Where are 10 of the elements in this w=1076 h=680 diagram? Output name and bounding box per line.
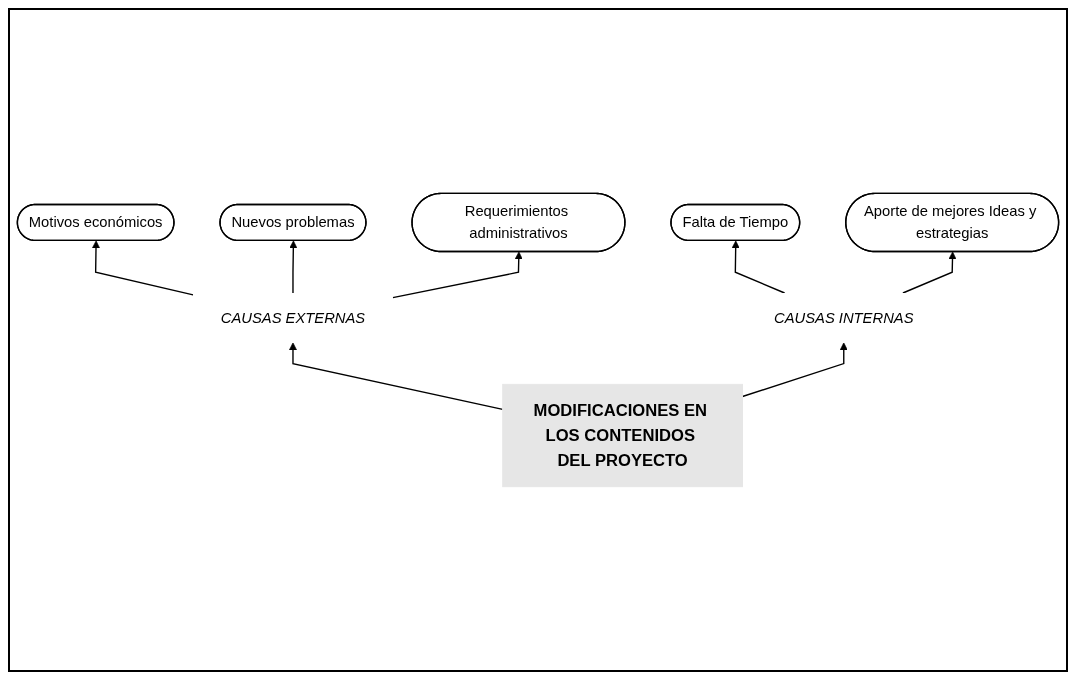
arrow bbox=[289, 240, 298, 294]
arrow bbox=[91, 240, 194, 296]
arrow bbox=[741, 342, 848, 398]
node-text: CAUSAS EXTERNAS bbox=[220, 309, 366, 326]
node-box: MODIFICACIONES EN LOS CONTENIDOS DEL PROYECTO bbox=[502, 383, 743, 488]
arrow bbox=[731, 240, 786, 294]
arrow bbox=[902, 251, 957, 294]
arrow bbox=[288, 342, 504, 410]
arrow bbox=[392, 251, 523, 299]
node-text: CAUSAS INTERNAS bbox=[774, 309, 914, 326]
